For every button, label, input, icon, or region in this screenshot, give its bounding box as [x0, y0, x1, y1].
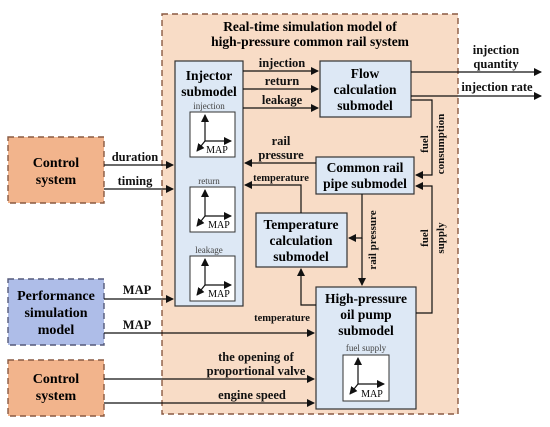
- duration-label: duration: [112, 150, 159, 164]
- rail-pressure-label-1: rail: [272, 134, 291, 148]
- map-label: MAP: [361, 389, 383, 400]
- injector-title-line1: Injector: [186, 68, 232, 83]
- injection-quantity-label-2: quantity: [473, 57, 519, 71]
- injection-rate-label: injection rate: [461, 80, 533, 94]
- leakage-map-panel: leakage MAP: [189, 245, 236, 302]
- fuel-supply-label-2: supply: [435, 222, 447, 254]
- common-rail-pipe-submodel: [315, 156, 415, 195]
- fuel-supply-label-1: fuel: [419, 229, 431, 247]
- pump-line3: submodel: [338, 323, 394, 338]
- fuel-supply-map-panel: fuel supply MAP: [342, 343, 390, 402]
- flow-line3: submodel: [337, 98, 393, 113]
- injector-title-line2: submodel: [181, 84, 237, 99]
- temperature-feedback-arrow: [297, 268, 316, 306]
- rail-pressure-vertical-label: rail pressure: [367, 210, 379, 269]
- leakage-map-caption: leakage: [195, 245, 222, 255]
- main-title-line1: Real-time simulation model of: [223, 19, 397, 34]
- pump-line1: High-pressure: [325, 291, 407, 306]
- map-label: MAP: [206, 145, 228, 156]
- valve-label-1: the opening of: [218, 350, 295, 364]
- pump-line2: oil pump: [340, 307, 391, 322]
- control-bottom-line1: Control: [33, 372, 80, 387]
- return-label: return: [265, 74, 300, 88]
- rail-pressure-label-2: pressure: [258, 148, 304, 162]
- temperature-bottom-label: temperature: [254, 313, 310, 324]
- flow-line2: calculation: [334, 82, 397, 97]
- map-label: MAP: [208, 220, 230, 231]
- temperature-line1: Temperature: [264, 217, 339, 232]
- temperature-line2: calculation: [270, 233, 333, 248]
- rail-line1: Common rail: [327, 160, 404, 175]
- fuel-consumption-arrow: [411, 99, 433, 179]
- map-label: MAP: [208, 289, 230, 300]
- engine-speed-label: engine speed: [218, 388, 286, 402]
- temperature-top-label: temperature: [253, 173, 309, 184]
- control-system-bottom: [7, 359, 105, 417]
- injection-quantity-label-1: injection: [473, 43, 520, 57]
- performance-line1: Performance: [17, 289, 95, 304]
- fuel-consumption-label-1: fuel: [419, 135, 431, 153]
- fuel-supply-arrow: [415, 182, 433, 314]
- map-to-pump-label: MAP: [123, 318, 152, 332]
- performance-simulation-model: [7, 278, 105, 346]
- performance-line3: model: [38, 323, 75, 338]
- injection-label: injection: [259, 56, 306, 70]
- flow-line1: Flow: [351, 66, 380, 81]
- performance-line2: simulation: [24, 306, 87, 321]
- control-system-top: [7, 136, 105, 204]
- valve-label-2: proportional valve: [207, 364, 306, 378]
- main-title-line2: high-pressure common rail system: [211, 34, 410, 49]
- fuel-supply-map-caption: fuel supply: [346, 343, 387, 353]
- rail-line2: pipe submodel: [323, 176, 407, 191]
- map-to-injector-label: MAP: [123, 283, 152, 297]
- return-map-caption: return: [198, 176, 220, 186]
- control-top-line2: system: [36, 173, 77, 188]
- injection-map-caption: injection: [193, 101, 225, 111]
- temperature-to-injector-arrow: [244, 181, 302, 213]
- leakage-label: leakage: [262, 93, 303, 107]
- temperature-line3: submodel: [273, 249, 329, 264]
- return-map-panel: return MAP: [189, 176, 236, 233]
- temperature-calculation-submodel: [255, 212, 348, 268]
- timing-label: timing: [118, 174, 153, 188]
- flow-calculation-submodel: [319, 60, 412, 118]
- fuel-consumption-label-2: consumption: [435, 114, 447, 175]
- injection-map-panel: injection MAP: [189, 101, 236, 158]
- control-bottom-line2: system: [36, 389, 77, 404]
- control-top-line1: Control: [33, 156, 80, 171]
